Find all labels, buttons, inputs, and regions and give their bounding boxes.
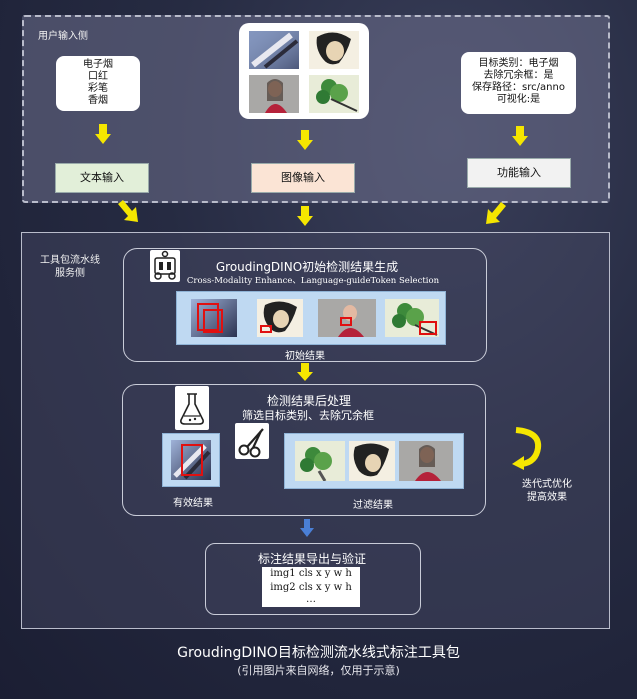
service-label-line: 服务侧 — [55, 268, 85, 279]
loop-arrow-icon — [512, 427, 542, 470]
text-list-box: 电子烟 口红 彩笔 香烟 — [56, 56, 140, 111]
model-icon-box — [150, 250, 180, 282]
ecig-icon — [173, 444, 211, 480]
func-param: 保存路径：src/anno — [472, 82, 565, 93]
detection-box — [203, 309, 223, 333]
sketch-man-icon — [263, 301, 297, 333]
func-param: 去除冗余框：是 — [483, 70, 554, 81]
arrow-down-icon — [512, 126, 528, 146]
arrow-down-icon — [297, 363, 313, 381]
valid-results-strip — [162, 433, 220, 487]
arrow-down-icon — [95, 124, 111, 144]
initial-results-caption: 初始结果 — [285, 351, 325, 362]
annotation-line: … — [306, 594, 316, 605]
valid-thumb-ecig — [171, 440, 211, 480]
text-item: 彩笔 — [88, 83, 108, 94]
arrow-down-icon — [297, 206, 313, 226]
filtered-thumb-plant — [295, 441, 345, 481]
text-item: 口红 — [88, 71, 108, 82]
iterative-label-line: 提高效果 — [527, 492, 567, 503]
filtered-thumb-sketch — [349, 441, 395, 481]
annotation-line: img1 cls x y w h — [270, 568, 352, 579]
flask-icon — [180, 393, 204, 425]
stage1-title: GroudingDINO初始检测结果生成 — [215, 260, 399, 274]
plant-icon — [300, 447, 332, 481]
text-item: 电子烟 — [83, 59, 113, 70]
stage2-subtitle: 筛选目标类别、去除冗余框 — [242, 409, 374, 422]
image-input-box: 图像输入 — [251, 163, 355, 193]
result-thumb-woman — [318, 299, 376, 337]
woman-icon — [415, 445, 441, 481]
detection-box — [419, 321, 437, 335]
initial-results-strip — [176, 291, 446, 345]
image-sketch-man — [309, 31, 359, 69]
function-params-box: 目标类别：电子烟 去除冗余框：是 保存路径：src/anno 可视化:是 — [461, 52, 576, 114]
result-thumb-ecig — [191, 299, 237, 337]
text-input-box: 文本输入 — [55, 163, 149, 193]
arrow-diagonal-icon — [118, 200, 138, 222]
result-thumb-plant — [385, 299, 439, 337]
text-item: 香烟 — [88, 95, 108, 106]
filtered-thumb-woman — [399, 441, 453, 481]
annotation-line: img2 cls x y w h — [270, 582, 352, 593]
image-plant — [309, 75, 359, 113]
footer-subtitle: (引用图片来自网络，仅用于示意) — [237, 664, 400, 677]
valid-results-caption: 有效结果 — [173, 498, 213, 509]
annotation-output-box: img1 cls x y w h img2 cls x y w h … — [262, 567, 360, 607]
image-ecig — [249, 31, 299, 69]
footer-title: GroudingDINO目标检测流水线式标注工具包 — [177, 645, 460, 661]
detection-box — [340, 317, 352, 326]
func-param: 可视化:是 — [496, 94, 541, 105]
stage1-subtitle: Cross-Modality Enhance、Language-guideTok… — [186, 276, 440, 286]
detection-box — [181, 444, 203, 476]
iterative-label-line: 迭代式优化 — [522, 479, 572, 490]
func-param: 目标类别：电子烟 — [478, 58, 559, 69]
service-side-label: 工具包流水线 服务侧 — [40, 254, 100, 280]
scissors-icon — [238, 428, 264, 458]
sketch-man-icon — [353, 443, 389, 477]
service-label-line: 工具包流水线 — [40, 255, 100, 266]
lab-flask-icon-box — [175, 386, 209, 430]
detection-box — [260, 325, 272, 333]
filtered-results-caption: 过滤结果 — [353, 500, 393, 511]
arrow-down-icon — [297, 130, 313, 150]
user-side-label: 用户输入侧 — [38, 31, 88, 42]
scissors-icon-box — [235, 423, 269, 459]
stage2-title: 检测结果后处理 — [266, 394, 351, 408]
filtered-results-strip — [284, 433, 464, 489]
stage3-title: 标注结果导出与验证 — [257, 552, 366, 566]
image-collage — [249, 31, 359, 113]
result-thumb-sketch — [257, 299, 303, 337]
image-woman — [249, 75, 299, 113]
function-input-box: 功能输入 — [467, 158, 571, 188]
iterative-label: 迭代式优化 提高效果 — [512, 478, 582, 504]
image-collage-box — [239, 23, 369, 119]
arrow-diagonal-icon — [486, 202, 506, 224]
arrow-down-icon — [300, 519, 314, 537]
detection-box — [197, 303, 219, 331]
model-icon — [154, 250, 176, 280]
